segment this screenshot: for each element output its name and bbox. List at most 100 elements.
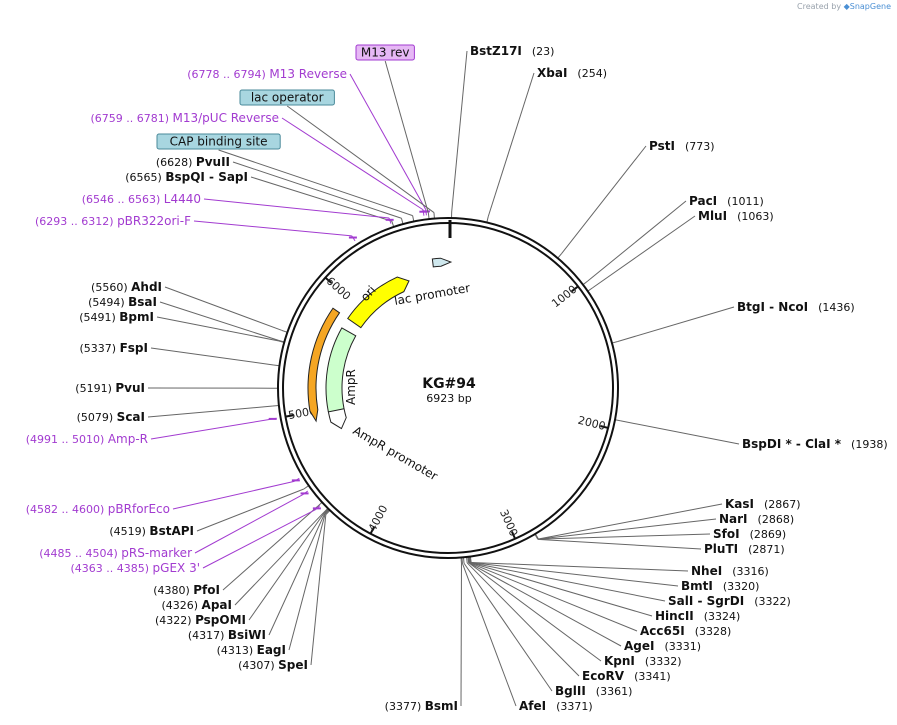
enzyme-position: (5079) [77, 411, 117, 424]
snapgene-credit: Created by ◆SnapGene [797, 2, 891, 11]
enzyme-position: (3331) [664, 640, 701, 653]
primer-prs-marker: (4485 .. 4504) pRS-marker [39, 546, 192, 560]
leader-line [466, 562, 580, 677]
enzyme-position: (5191) [75, 382, 115, 395]
enzyme-name: PfoI [193, 583, 220, 597]
enzyme-xbai: XbaI(254) [537, 66, 607, 80]
enzyme-kpni: KpnI(3332) [604, 654, 681, 668]
leader-line [193, 220, 352, 237]
primer-name: L4440 [164, 192, 201, 206]
enzyme-pspomi: (4322) PspOMI [155, 613, 246, 627]
tick-label: 3000 [497, 508, 520, 539]
enzyme-name: KasI [725, 497, 754, 511]
enzyme-bspqi-sapi: (6565) BspQI - SapI [125, 170, 248, 184]
leader-line [469, 562, 653, 617]
leader-line [222, 505, 319, 591]
primer-l4440: (6546 .. 6563) L4440 [82, 192, 201, 206]
snapgene-logo-icon: ◆ [843, 2, 850, 11]
enzyme-position: (3316) [732, 565, 769, 578]
enzyme-name: BstZ17I [470, 44, 522, 58]
enzyme-name: PacI [689, 194, 717, 208]
enzyme-name: AhdI [131, 280, 162, 294]
enzyme-position: (3320) [723, 580, 760, 593]
leader-line [202, 509, 316, 569]
primer-range: (4991 .. 5010) [26, 433, 108, 446]
enzyme-name: SalI - SgrDI [668, 594, 744, 608]
boxed-label-lac-operator: lac operator [239, 89, 335, 106]
leader-line [470, 562, 666, 602]
leader-line [273, 364, 280, 367]
leader-line [469, 556, 472, 563]
plasmid-size: 6923 bp [426, 392, 471, 405]
primer-pbr322ori-f: (6293 .. 6312) pBR322ori-F [35, 214, 191, 228]
primer-name: pBRforEco [108, 502, 170, 516]
enzyme-name: PvuII [196, 155, 230, 169]
enzyme-afei: AfeI(3371) [519, 699, 593, 713]
enzyme-bspdi-clai: BspDI * - ClaI *(1938) [742, 437, 888, 451]
enzyme-name: EcoRV [582, 669, 625, 683]
enzyme-bmti: BmtI(3320) [681, 579, 759, 593]
leader-line [232, 161, 402, 219]
enzyme-position: (4313) [217, 644, 257, 657]
enzyme-psti: PstI(773) [649, 139, 715, 153]
leader-lines [147, 50, 740, 707]
enzyme-position: (3371) [556, 700, 593, 713]
primer-range: (6293 .. 6312) [35, 215, 117, 228]
enzyme-apai: (4326) ApaI [161, 598, 232, 612]
primer-name: M13 Reverse [269, 67, 347, 81]
enzyme-hincii: HincII(3324) [655, 609, 740, 623]
enzyme-acc65i: Acc65I(3328) [640, 624, 731, 638]
leader-line [467, 556, 470, 563]
svg-text:CAP binding site: CAP binding site [170, 135, 268, 149]
enzyme-name: BsiWI [228, 628, 266, 642]
feature-ampr [325, 327, 357, 420]
feature-lac-promoter [431, 257, 453, 268]
leader-line [469, 562, 638, 632]
tick-mark [600, 425, 609, 429]
leader-line [281, 117, 424, 211]
boxed-label-cap-binding-site: CAP binding site [156, 133, 281, 150]
enzyme-name: XbaI [537, 66, 567, 80]
tick-mark [369, 526, 376, 535]
enzyme-name: EagI [257, 643, 286, 657]
primer-range: (6778 .. 6794) [187, 68, 269, 81]
primer-range: (6759 .. 6781) [90, 112, 172, 125]
enzyme-name: BsmI [425, 699, 458, 713]
enzyme-name: AgeI [624, 639, 654, 653]
credit-brand: SnapGene [849, 2, 891, 11]
leader-line [471, 561, 689, 572]
leader-line [218, 149, 413, 217]
leader-line [592, 215, 696, 289]
enzyme-position: (4380) [153, 584, 193, 597]
feature-label-ampr: AmpR [344, 369, 358, 405]
leader-line [468, 562, 622, 647]
primer-range: (4363 .. 4385) [70, 562, 152, 575]
enzyme-nari: NarI(2868) [719, 512, 794, 526]
enzyme-nhei: NheI(3316) [691, 564, 769, 578]
leader-line [194, 494, 304, 554]
feature-label-ampr-promoter: AmpR promoter [351, 423, 441, 483]
leader-line [451, 50, 468, 213]
enzyme-name: MluI [698, 209, 727, 223]
enzyme-kasi: KasI(2867) [725, 497, 801, 511]
leader-line [561, 145, 647, 254]
primer-name: Amp-R [108, 432, 148, 446]
enzyme-name: FspI [120, 341, 148, 355]
leader-line [537, 538, 702, 550]
enzyme-bglii: BglII(3361) [555, 684, 632, 698]
leader-line [470, 562, 679, 587]
leader-line [288, 513, 326, 651]
primer-m13-puc-reverse: (6759 .. 6781) M13/pUC Reverse [90, 111, 279, 125]
enzyme-bsmi: (3377) BsmI [385, 699, 458, 713]
enzyme-pvui: (5191) PvuI [75, 381, 145, 395]
enzyme-position: (3341) [634, 670, 671, 683]
leader-line [461, 563, 517, 707]
leader-line [325, 510, 331, 516]
enzyme-position: (5560) [91, 281, 131, 294]
enzyme-name: SpeI [278, 658, 308, 672]
enzyme-position: (3361) [596, 685, 633, 698]
tick-label: 4000 [366, 503, 391, 534]
tick-label: 1000 [549, 283, 579, 310]
svg-text:lac operator: lac operator [251, 91, 324, 105]
